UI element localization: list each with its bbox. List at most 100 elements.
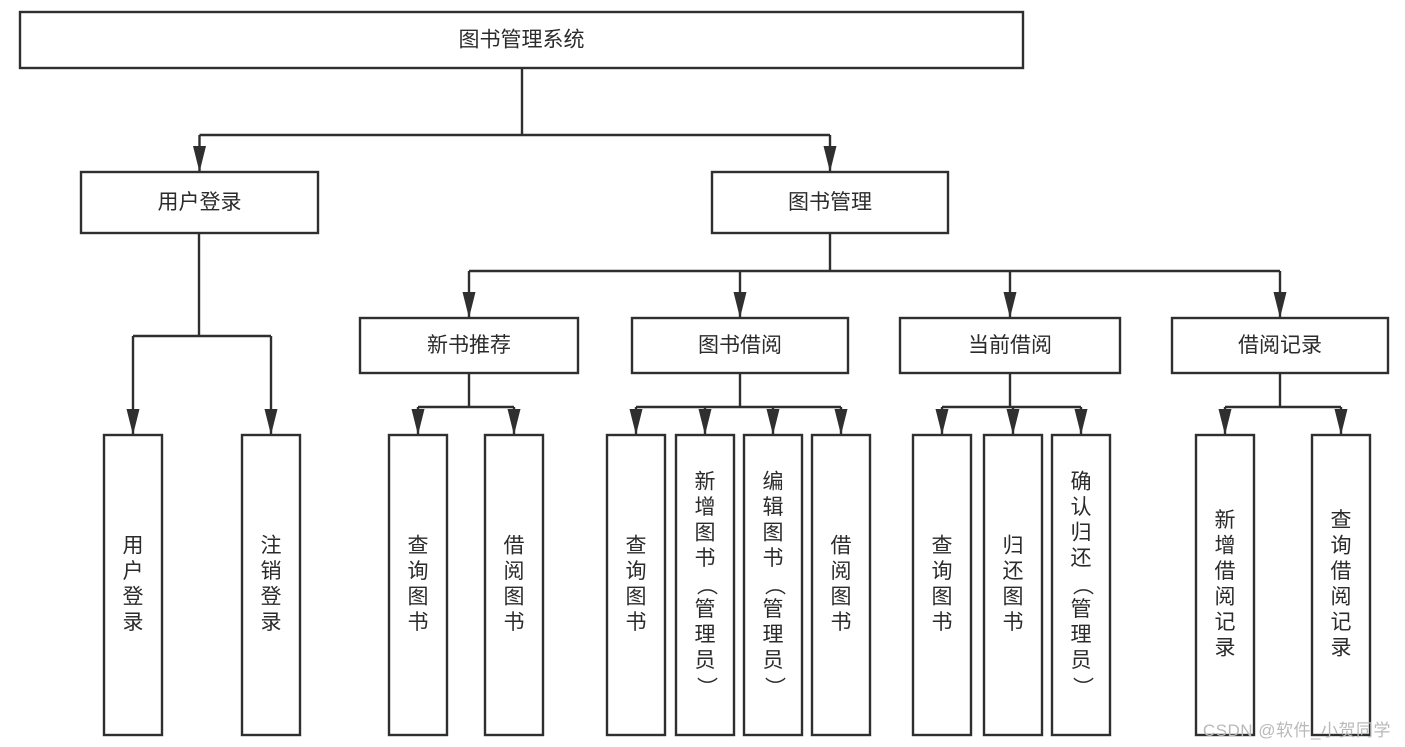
arrow-head-icon (126, 409, 140, 435)
node-label-leaf-query-book-new: 书 (408, 611, 429, 634)
arrow-head-icon (1003, 292, 1017, 318)
node-label-leaf-confirm-return: 员 (1071, 649, 1092, 672)
conn-borrow-record (1218, 373, 1348, 435)
node-label-leaf-query-book-borrow: 图 (626, 585, 647, 608)
arrow-head-icon (733, 292, 747, 318)
node-leaf-user-login[interactable]: 用户登录 (102, 433, 164, 737)
node-user-login[interactable]: 用户登录 (79, 170, 320, 235)
node-book-borrow[interactable]: 图书借阅 (630, 316, 850, 375)
arrow-head-icon (264, 409, 278, 435)
node-label-leaf-return-book: 还 (1003, 560, 1024, 583)
arrow-head-icon (1006, 409, 1020, 435)
node-label-leaf-edit-book: 编 (763, 471, 784, 494)
node-label-leaf-user-login: 录 (123, 611, 144, 634)
node-label-leaf-add-borrow-record: 阅 (1215, 585, 1236, 608)
node-box-leaf-add-borrow-record[interactable] (1194, 433, 1256, 737)
conn-root-to-level2 (193, 68, 837, 172)
node-label-leaf-edit-book: 书 (763, 547, 784, 570)
node-box-leaf-confirm-return[interactable] (1050, 433, 1112, 737)
arrow-head-icon (629, 409, 643, 435)
node-label-book-borrow: 图书借阅 (698, 334, 782, 357)
node-label-root: 图书管理系统 (459, 29, 585, 52)
node-label-leaf-edit-book: （ (762, 575, 785, 596)
node-book-management[interactable]: 图书管理 (710, 170, 950, 235)
node-label-leaf-add-book: （ (694, 575, 717, 596)
node-box-book-borrow[interactable] (630, 316, 850, 375)
node-box-leaf-return-book[interactable] (982, 433, 1044, 737)
node-box-leaf-query-borrow-record[interactable] (1310, 433, 1372, 737)
node-label-leaf-query-borrow-record: 借 (1331, 560, 1352, 583)
node-label-leaf-confirm-return: ） (1070, 677, 1093, 698)
node-label-leaf-logout: 登 (261, 585, 282, 608)
node-box-leaf-query-book-current[interactable] (911, 433, 973, 737)
arrow-head-icon (1074, 409, 1088, 435)
node-label-leaf-add-book: 增 (695, 496, 716, 519)
arrow-head-icon (834, 409, 848, 435)
node-label-user-login: 用户登录 (158, 191, 242, 214)
node-label-leaf-add-book: 理 (695, 624, 716, 647)
node-label-leaf-borrow-book-new: 书 (504, 611, 525, 634)
nodes-layer: 图书管理系统用户登录图书管理新书推荐图书借阅当前借阅借阅记录用户登录注销登录查询… (18, 10, 1390, 737)
node-label-borrow-record: 借阅记录 (1238, 334, 1322, 357)
arrow-head-icon (698, 409, 712, 435)
node-box-root[interactable] (18, 10, 1025, 70)
node-box-book-management[interactable] (710, 170, 950, 235)
node-box-leaf-edit-book[interactable] (742, 433, 804, 737)
node-box-user-login[interactable] (79, 170, 320, 235)
node-label-current-borrow: 当前借阅 (968, 334, 1052, 357)
node-new-book-recommend[interactable]: 新书推荐 (358, 316, 580, 375)
node-label-leaf-logout: 销 (261, 560, 282, 583)
node-box-current-borrow[interactable] (898, 316, 1122, 375)
node-label-leaf-confirm-return: 理 (1071, 624, 1092, 647)
node-label-leaf-query-borrow-record: 记 (1331, 611, 1352, 634)
node-label-leaf-add-borrow-record: 增 (1215, 534, 1236, 557)
node-label-book-management: 图书管理 (788, 191, 872, 214)
node-label-leaf-borrow-book-new: 借 (504, 534, 525, 557)
node-label-leaf-edit-book: ） (762, 677, 785, 698)
node-box-leaf-logout[interactable] (240, 433, 302, 737)
node-label-leaf-edit-book: 辑 (763, 496, 784, 519)
connectors-layer (126, 68, 1348, 435)
node-current-borrow[interactable]: 当前借阅 (898, 316, 1122, 375)
node-root[interactable]: 图书管理系统 (18, 10, 1025, 70)
node-label-leaf-return-book: 图 (1003, 585, 1024, 608)
node-label-leaf-add-book: 管 (695, 598, 716, 621)
node-box-leaf-query-book-borrow[interactable] (605, 433, 667, 737)
node-box-leaf-borrow-book-new[interactable] (483, 433, 545, 737)
node-label-leaf-add-borrow-record: 新 (1215, 509, 1236, 532)
node-box-leaf-query-book-new[interactable] (387, 433, 449, 737)
node-label-leaf-query-borrow-record: 查 (1331, 509, 1352, 532)
node-label-leaf-logout: 录 (261, 611, 282, 634)
node-label-new-book-recommend: 新书推荐 (427, 334, 511, 357)
node-box-leaf-user-login[interactable] (102, 433, 164, 737)
node-label-leaf-logout: 注 (261, 534, 282, 557)
node-label-leaf-confirm-return: 确 (1071, 471, 1092, 494)
node-label-leaf-add-book: 书 (695, 547, 716, 570)
node-label-leaf-user-login: 用 (123, 534, 144, 557)
node-box-borrow-record[interactable] (1170, 316, 1390, 375)
node-label-leaf-edit-book: 理 (763, 624, 784, 647)
node-borrow-record[interactable]: 借阅记录 (1170, 316, 1390, 375)
node-label-leaf-edit-book: 管 (763, 598, 784, 621)
node-box-leaf-borrow-book[interactable] (810, 433, 872, 737)
node-box-new-book-recommend[interactable] (358, 316, 580, 375)
conn-current-borrow (935, 373, 1088, 435)
node-label-leaf-confirm-return: 归 (1071, 522, 1092, 545)
arrow-head-icon (823, 146, 837, 172)
node-box-leaf-add-book[interactable] (674, 433, 736, 737)
node-label-leaf-confirm-return: 还 (1071, 547, 1092, 570)
node-label-leaf-borrow-book: 图 (831, 585, 852, 608)
